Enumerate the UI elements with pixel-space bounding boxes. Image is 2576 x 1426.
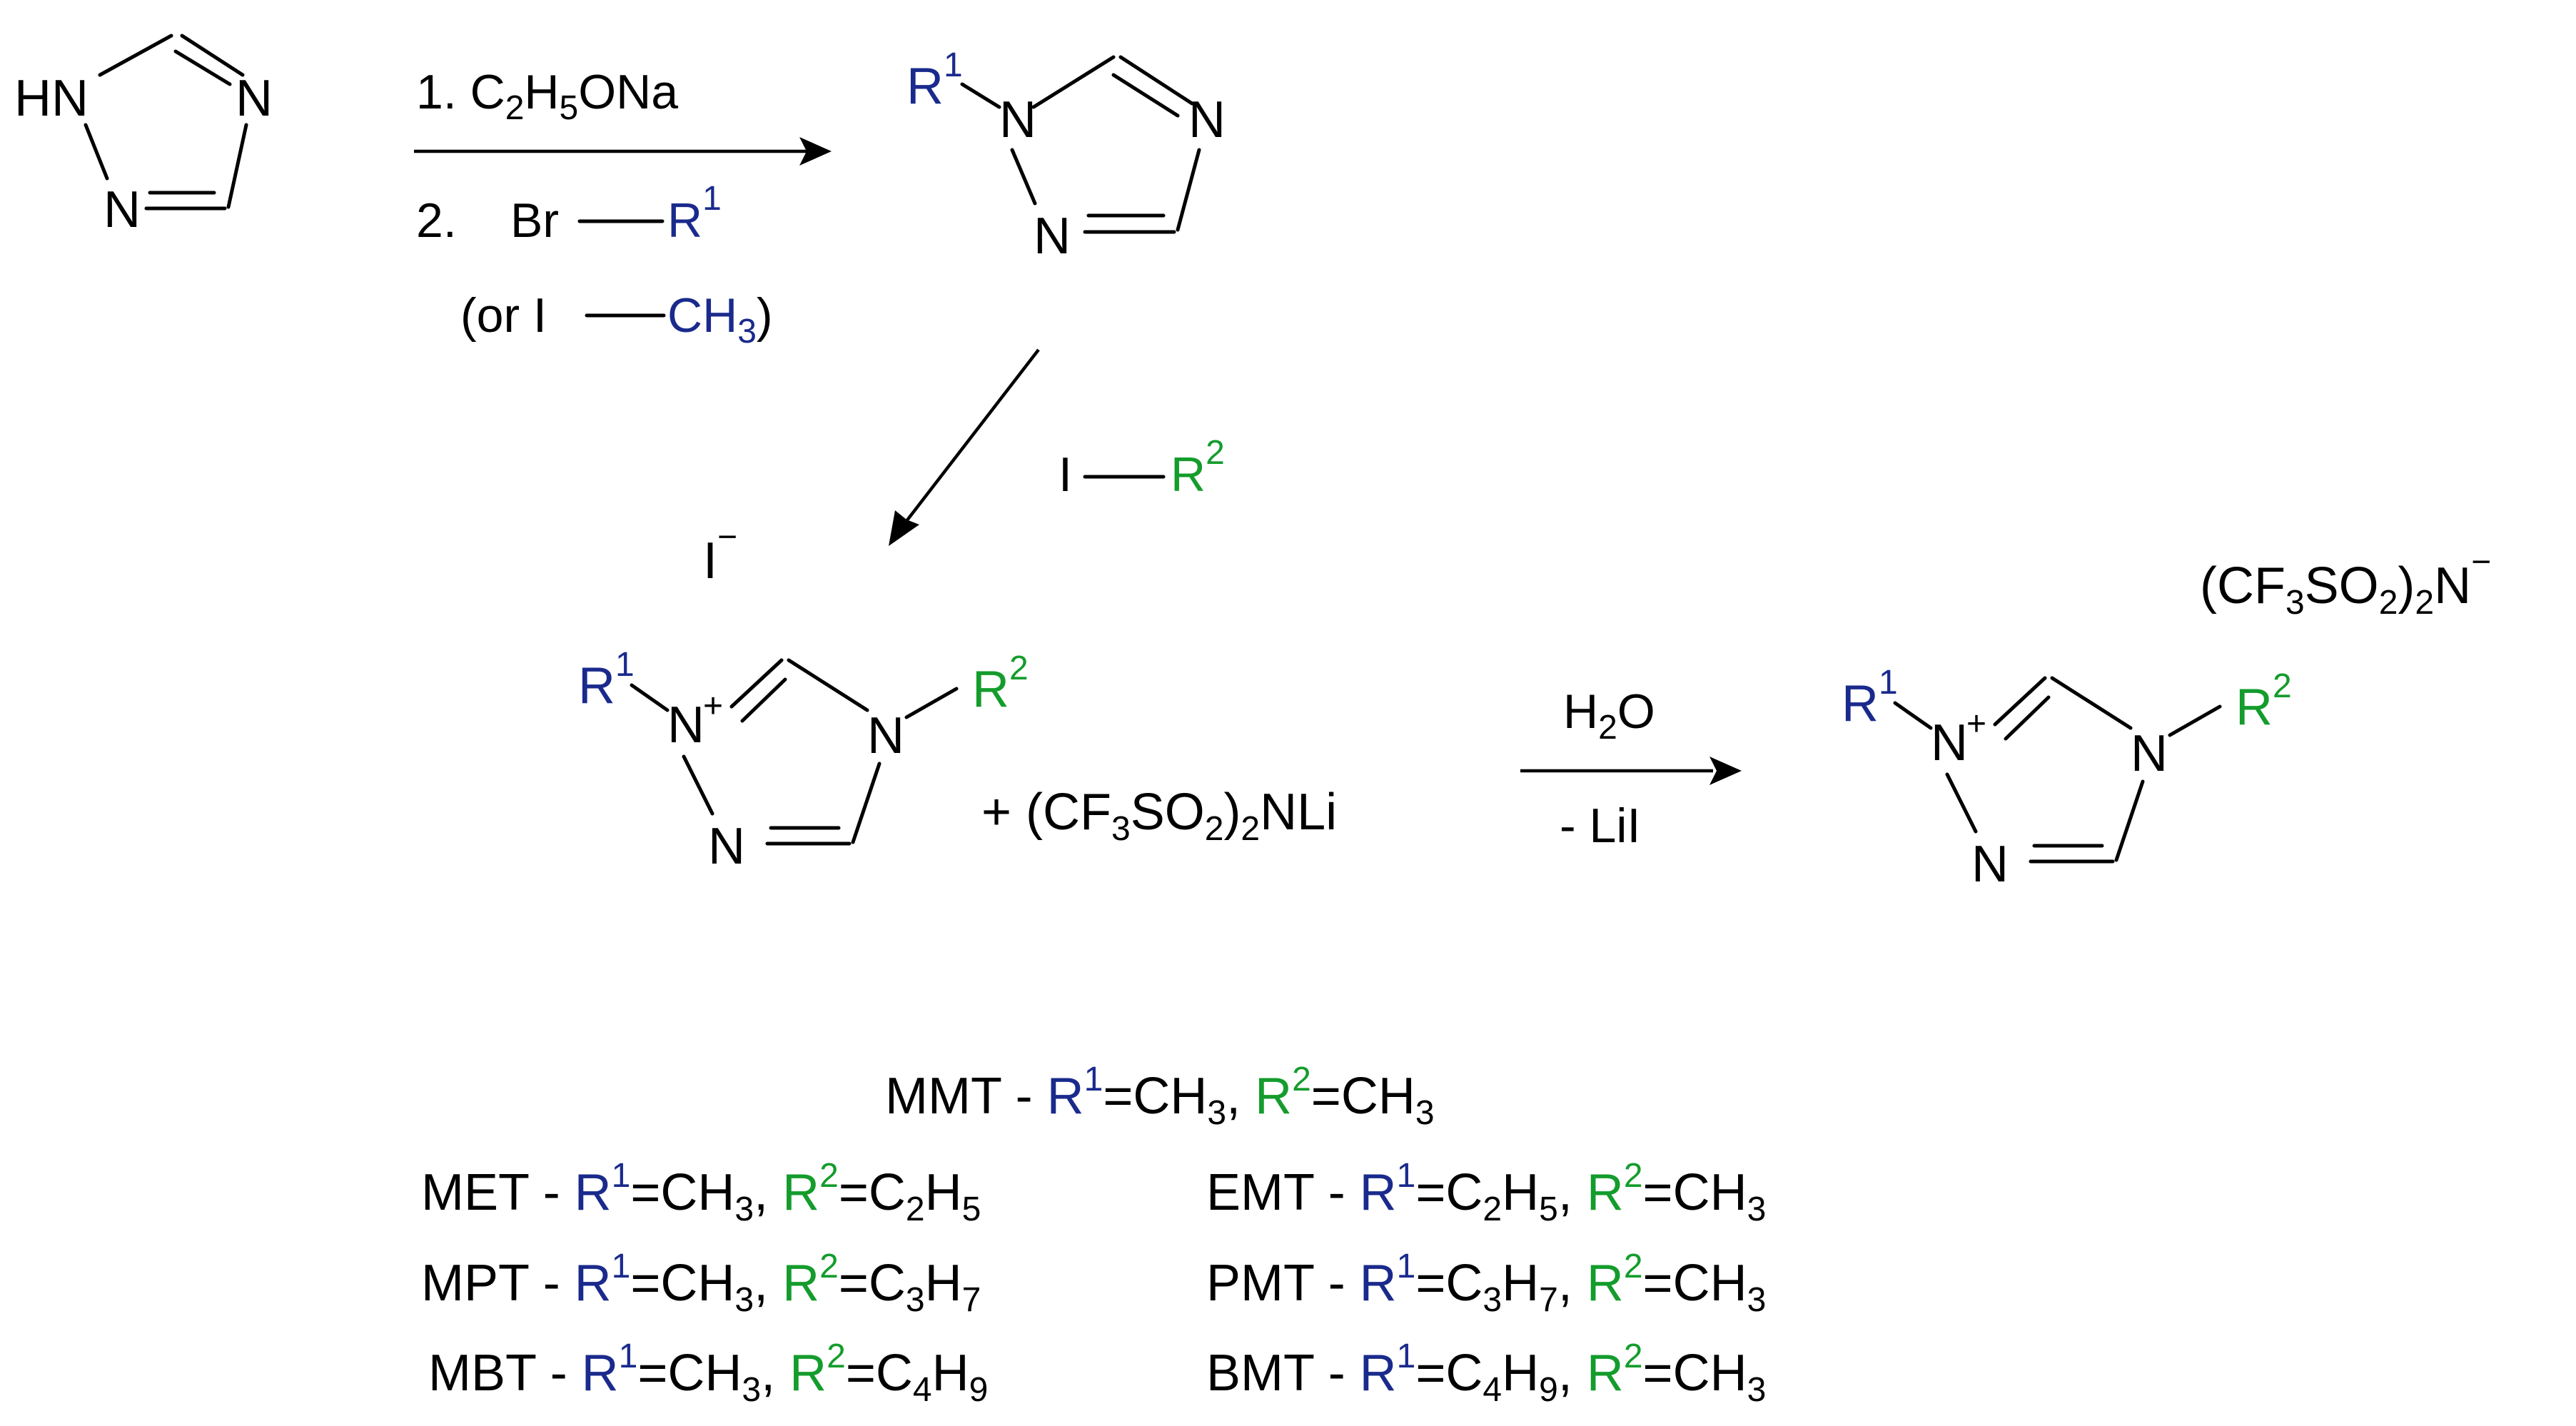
reagent-line-3-open: (or I (460, 288, 547, 343)
legend-entry-mbt: MBT - R1=CH3, R2=C4H9 (428, 1337, 988, 1409)
reagent-i: I (1059, 447, 1072, 502)
bond (98, 34, 173, 77)
bond (960, 82, 1001, 109)
arrow-head (1709, 757, 1742, 785)
lithium-salt-reagent: +(CF3SO2)2NLi (981, 784, 1337, 848)
reagent-line-2-label: 2. (416, 193, 457, 248)
step2-reagent: I R2 (1059, 434, 1225, 502)
substituent-r1: R1 (578, 646, 635, 714)
bond (787, 658, 869, 712)
step1-arrow (414, 137, 832, 166)
reagent-r1: R1 (667, 180, 722, 248)
bond (1031, 55, 1116, 109)
bond (84, 123, 109, 181)
bond (2050, 676, 2133, 730)
bond (740, 677, 787, 723)
atom-label: N (1971, 836, 2009, 893)
bond (630, 683, 670, 712)
substituent-r2: R2 (2236, 667, 2292, 736)
bond (226, 123, 248, 209)
atom-label: N (1188, 91, 1226, 148)
bond (1010, 148, 1037, 206)
atom-label: N (236, 70, 273, 127)
legend-entry-mpt: MPT - R1=CH3, R2=C3H7 (421, 1248, 981, 1319)
charge-plus: + (1966, 705, 1986, 743)
step2-arrow (889, 348, 1040, 546)
atom-label: N (103, 181, 141, 238)
bond (1893, 701, 1933, 730)
bond (1176, 148, 1201, 232)
legend-entry-pmt: PMT - R1=C3H7, R2=CH3 (1206, 1248, 1766, 1319)
step3-solvent: H2O (1563, 684, 1655, 747)
product1-triazole: R1 N N N (906, 46, 1226, 265)
substituent-r2: R2 (972, 649, 1029, 718)
atom-label: N (867, 707, 904, 764)
triazolium-iodide: I− R1 N + N R2 N (578, 518, 1029, 875)
bond (2114, 779, 2145, 862)
step1-conditions: 1. C2H5ONa 2. Br R1 (or I CH3) (416, 65, 773, 350)
reagent-line-3: CH3) (667, 288, 773, 350)
reagent-br: Br (510, 193, 559, 248)
atom-label: HN (14, 70, 89, 127)
reagent-r2: R2 (1171, 434, 1225, 502)
legend-entry-mmt: MMT - R1=CH3, R2=CH3 (885, 1061, 1435, 1132)
arrow-head (889, 510, 919, 546)
bond (1111, 73, 1180, 118)
triazolium-ntf2: (CF3SO2)2N− R1 N + N R2 N (1842, 543, 2491, 893)
atom-label: N (1931, 714, 1968, 772)
charge-plus: + (703, 687, 723, 725)
substituent-r1: R1 (906, 46, 963, 115)
bond (1993, 676, 2047, 727)
arrow-head (799, 137, 832, 166)
counter-anion: (CF3SO2)2N− (2200, 543, 2491, 622)
bond (173, 49, 232, 86)
bond (2168, 704, 2222, 737)
atom-label: N (708, 818, 745, 875)
substituent-r1: R1 (1842, 664, 1898, 732)
atom-label: N (667, 697, 704, 754)
bond (904, 687, 959, 719)
bond (682, 754, 714, 816)
bond (2004, 695, 2051, 741)
bond (180, 34, 245, 77)
atom-label: N (1034, 208, 1071, 265)
counter-anion: I− (703, 518, 737, 590)
step3-arrow: H2O - LiI (1520, 684, 1742, 853)
bond (729, 658, 784, 709)
bond (1118, 55, 1194, 106)
reactant-triazole: HN N N (14, 34, 273, 238)
bond (851, 762, 882, 844)
legend-entry-met: MET - R1=CH3, R2=C2H5 (421, 1157, 981, 1228)
atom-label: N (2131, 725, 2168, 782)
arrow-shaft (905, 348, 1040, 522)
legend-entry-bmt: BMT - R1=C4H9, R2=CH3 (1206, 1337, 1766, 1409)
step3-byproduct: - LiI (1560, 799, 1640, 853)
atom-label: N (999, 91, 1036, 148)
reagent-line-1: 1. C2H5ONa (416, 65, 678, 127)
bond (1945, 772, 1978, 834)
reagent-formula: +(CF3SO2)2NLi (981, 784, 1337, 848)
legend-entry-emt: EMT - R1=C2H5, R2=CH3 (1206, 1157, 1766, 1228)
